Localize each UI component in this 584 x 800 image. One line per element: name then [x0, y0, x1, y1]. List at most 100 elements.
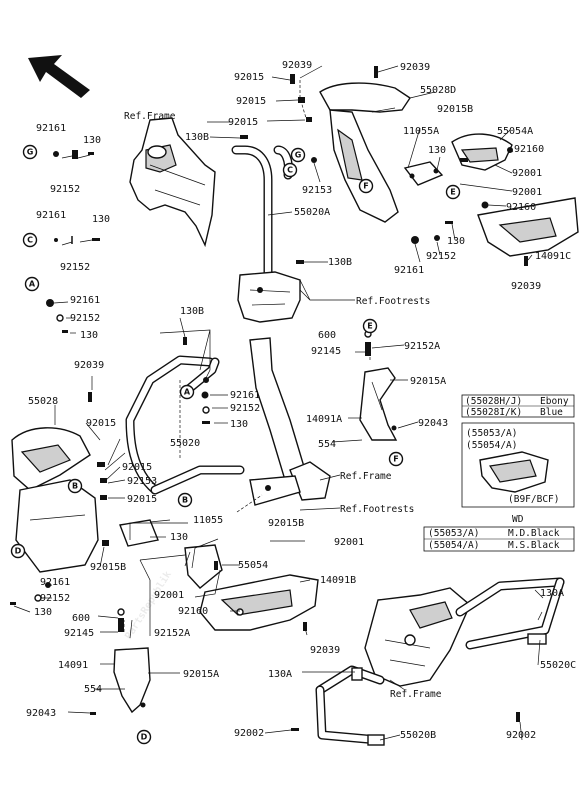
- color-code: (55028I/K): [465, 407, 522, 418]
- label-92160: 92160: [178, 606, 208, 617]
- svg-text:E: E: [450, 188, 455, 197]
- label-11055A: 11055A: [403, 126, 439, 137]
- variant-model: (B9F/BCF): [508, 494, 559, 505]
- label-92160: 92160: [506, 202, 536, 213]
- label-55028: 55028: [28, 396, 58, 407]
- frame-lower-right: [364, 587, 471, 687]
- label-92160: 92160: [514, 144, 544, 155]
- label-92001: 92001: [154, 590, 184, 601]
- label-130: 130: [92, 214, 110, 225]
- cowl-55028: [10, 427, 107, 605]
- svg-text:F: F: [393, 455, 398, 464]
- label-11055: 11055: [193, 515, 223, 526]
- label-92152A: 92152A: [154, 628, 190, 639]
- label-92152: 92152: [50, 184, 80, 195]
- label-92001: 92001: [512, 187, 542, 198]
- label-92152A: 92152A: [404, 341, 440, 352]
- fasteners-mid: [88, 337, 210, 424]
- callout-circle: D: [136, 729, 152, 745]
- label-130B: 130B: [180, 306, 204, 317]
- label-55020A: 55020A: [294, 207, 330, 218]
- color-table: (55028H/J) Ebony (55028I/K) Blue: [461, 394, 575, 418]
- callout-circle: G: [290, 147, 306, 163]
- label-92002: 92002: [234, 728, 264, 739]
- wd-code: (55053/A): [428, 528, 479, 539]
- label-92015: 92015: [228, 117, 258, 128]
- callout-circle: C: [22, 232, 38, 248]
- part-number-labels: 92039 92039 92015 55028D 92015 92015B 92…: [26, 60, 576, 741]
- label-14091B: 14091B: [320, 575, 356, 586]
- label-92015B: 92015B: [90, 562, 126, 573]
- label-130: 130: [428, 145, 446, 156]
- color-code: (55028H/J): [465, 396, 522, 407]
- color-name: Ebony: [540, 396, 569, 407]
- label-92153: 92153: [127, 476, 157, 487]
- cover-14091C: [477, 197, 579, 257]
- bracket-upper-right: [403, 161, 444, 186]
- label-92015: 92015: [86, 418, 116, 429]
- label-92002: 92002: [506, 730, 536, 741]
- label-92153: 92153: [302, 185, 332, 196]
- ref-footrests-top: Ref.Footrests: [356, 296, 430, 307]
- svg-text:F: F: [363, 182, 368, 191]
- label-14091: 14091: [58, 660, 88, 671]
- cover-14091: [90, 608, 151, 715]
- label-55020C: 55020C: [540, 660, 576, 671]
- svg-text:E: E: [367, 322, 372, 331]
- callout-circle: D: [10, 543, 26, 559]
- variant-code: (55054/A): [466, 440, 517, 451]
- svg-text:A: A: [184, 388, 191, 397]
- label-130B: 130B: [328, 257, 352, 268]
- label-55020B: 55020B: [400, 730, 436, 741]
- callout-circle: A: [179, 384, 195, 400]
- label-92001: 92001: [334, 537, 364, 548]
- label-92152: 92152: [40, 593, 70, 604]
- front-direction-arrow-icon: [28, 55, 90, 98]
- label-92161: 92161: [230, 390, 260, 401]
- label-92161: 92161: [394, 265, 424, 276]
- label-92152: 92152: [60, 262, 90, 273]
- label-92015: 92015: [127, 494, 157, 505]
- svg-text:G: G: [295, 151, 302, 160]
- label-92152: 92152: [70, 313, 100, 324]
- callout-circle: E: [445, 184, 461, 200]
- label-130: 130: [80, 330, 98, 341]
- ref-frame-bottom: Ref.Frame: [390, 689, 442, 700]
- label-92015A: 92015A: [183, 669, 219, 680]
- variant-box: (55053/A) (55054/A) (B9F/BCF): [461, 422, 575, 508]
- label-92161: 92161: [70, 295, 100, 306]
- label-55020: 55020: [170, 438, 200, 449]
- leader-lines: [13, 65, 544, 741]
- label-92001: 92001: [512, 168, 542, 179]
- label-92161: 92161: [36, 210, 66, 221]
- label-130: 130: [170, 532, 188, 543]
- label-92015A: 92015A: [410, 376, 446, 387]
- callout-circle: E: [362, 318, 378, 334]
- label-92039: 92039: [400, 62, 430, 73]
- cover-55028D: [319, 82, 411, 223]
- wd-color: M.D.Black: [508, 528, 560, 539]
- label-554: 554: [318, 439, 336, 450]
- guard-55020B: [291, 665, 520, 746]
- label-92039: 92039: [511, 281, 541, 292]
- wd-title: WD: [512, 514, 524, 525]
- cover-14091B: [199, 561, 319, 631]
- svg-text:B: B: [72, 482, 78, 491]
- label-55054A: 55054A: [497, 126, 533, 137]
- frame-center: [249, 337, 331, 506]
- ref-footrests-mid: Ref.Footrests: [340, 504, 414, 515]
- callout-circle: C: [282, 162, 298, 178]
- wd-table: WD (55053/A) M.D.Black (55054/A) M.S.Bla…: [423, 514, 575, 552]
- ref-frame-top: Ref.Frame: [124, 111, 176, 122]
- cover-14091A: [359, 330, 398, 441]
- label-55054: 55054: [238, 560, 268, 571]
- label-92152: 92152: [426, 251, 456, 262]
- ref-frame-mid: Ref.Frame: [340, 471, 392, 482]
- callout-circle: F: [358, 178, 374, 194]
- label-92015: 92015: [236, 96, 266, 107]
- label-92145: 92145: [64, 628, 94, 639]
- callout-circle: A: [24, 276, 40, 292]
- label-92152: 92152: [230, 403, 260, 414]
- fasteners-top: [240, 66, 528, 266]
